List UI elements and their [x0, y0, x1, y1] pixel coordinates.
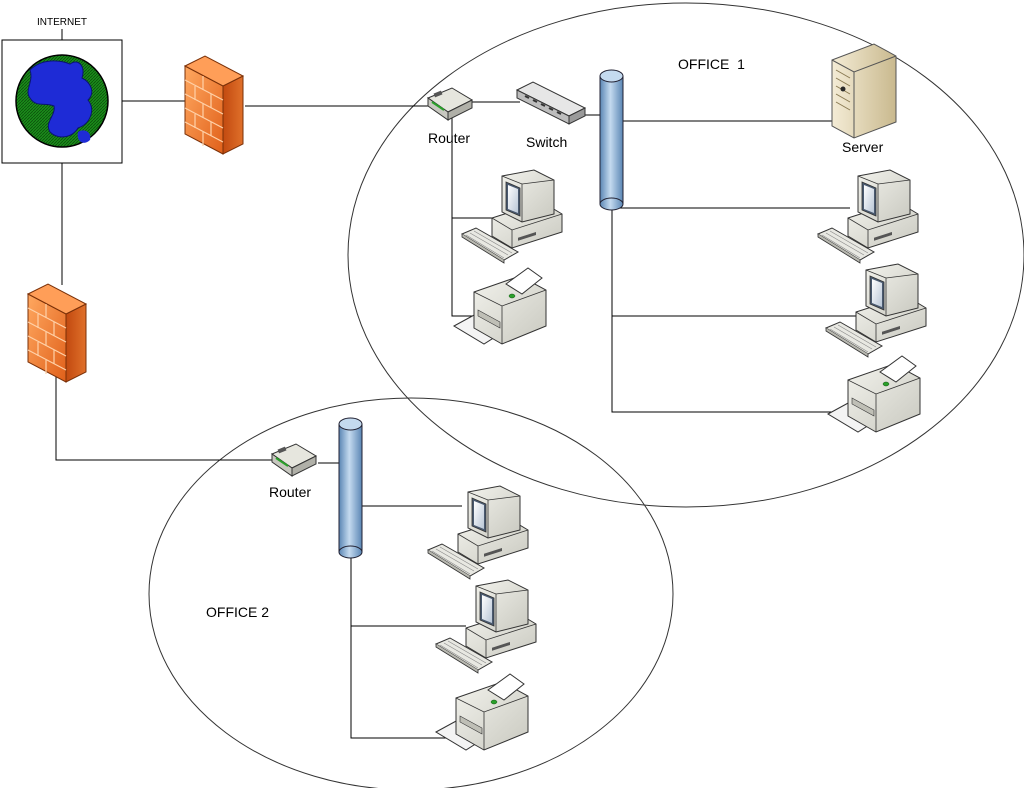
office2-boundary — [148, 397, 674, 788]
office1-switch-icon — [515, 81, 587, 125]
office1-router-icon — [427, 87, 473, 121]
office2-printer-icon — [435, 673, 529, 751]
firewall-2-icon — [26, 283, 88, 383]
office1-server-label: Server — [842, 139, 884, 155]
globe-icon — [15, 54, 109, 148]
office1-router-label: Router — [428, 130, 470, 146]
office1-label: OFFICE 1 — [678, 56, 745, 72]
office1-printer-2-icon — [827, 355, 921, 433]
office2-router-icon — [271, 443, 317, 477]
office2-pc-1-icon — [427, 485, 529, 580]
internet-node: INTERNET — [1, 17, 123, 164]
internet-label: INTERNET — [37, 17, 87, 28]
office1-printer-1-icon — [453, 267, 547, 345]
office2-backbone — [338, 417, 363, 559]
office1-pc-2-icon — [817, 169, 919, 264]
office1-backbone — [599, 69, 624, 211]
firewall-1-icon — [183, 55, 245, 155]
office1-pc-1-icon — [461, 169, 563, 264]
office1-pc-3-icon — [825, 263, 927, 358]
connection-lines — [55, 100, 862, 739]
office2-label: OFFICE 2 — [206, 604, 269, 620]
office1-boundary — [347, 2, 1024, 508]
office2-router-label: Router — [269, 484, 311, 500]
office1-server-icon — [831, 43, 897, 139]
office1-switch-label: Switch — [526, 134, 567, 150]
